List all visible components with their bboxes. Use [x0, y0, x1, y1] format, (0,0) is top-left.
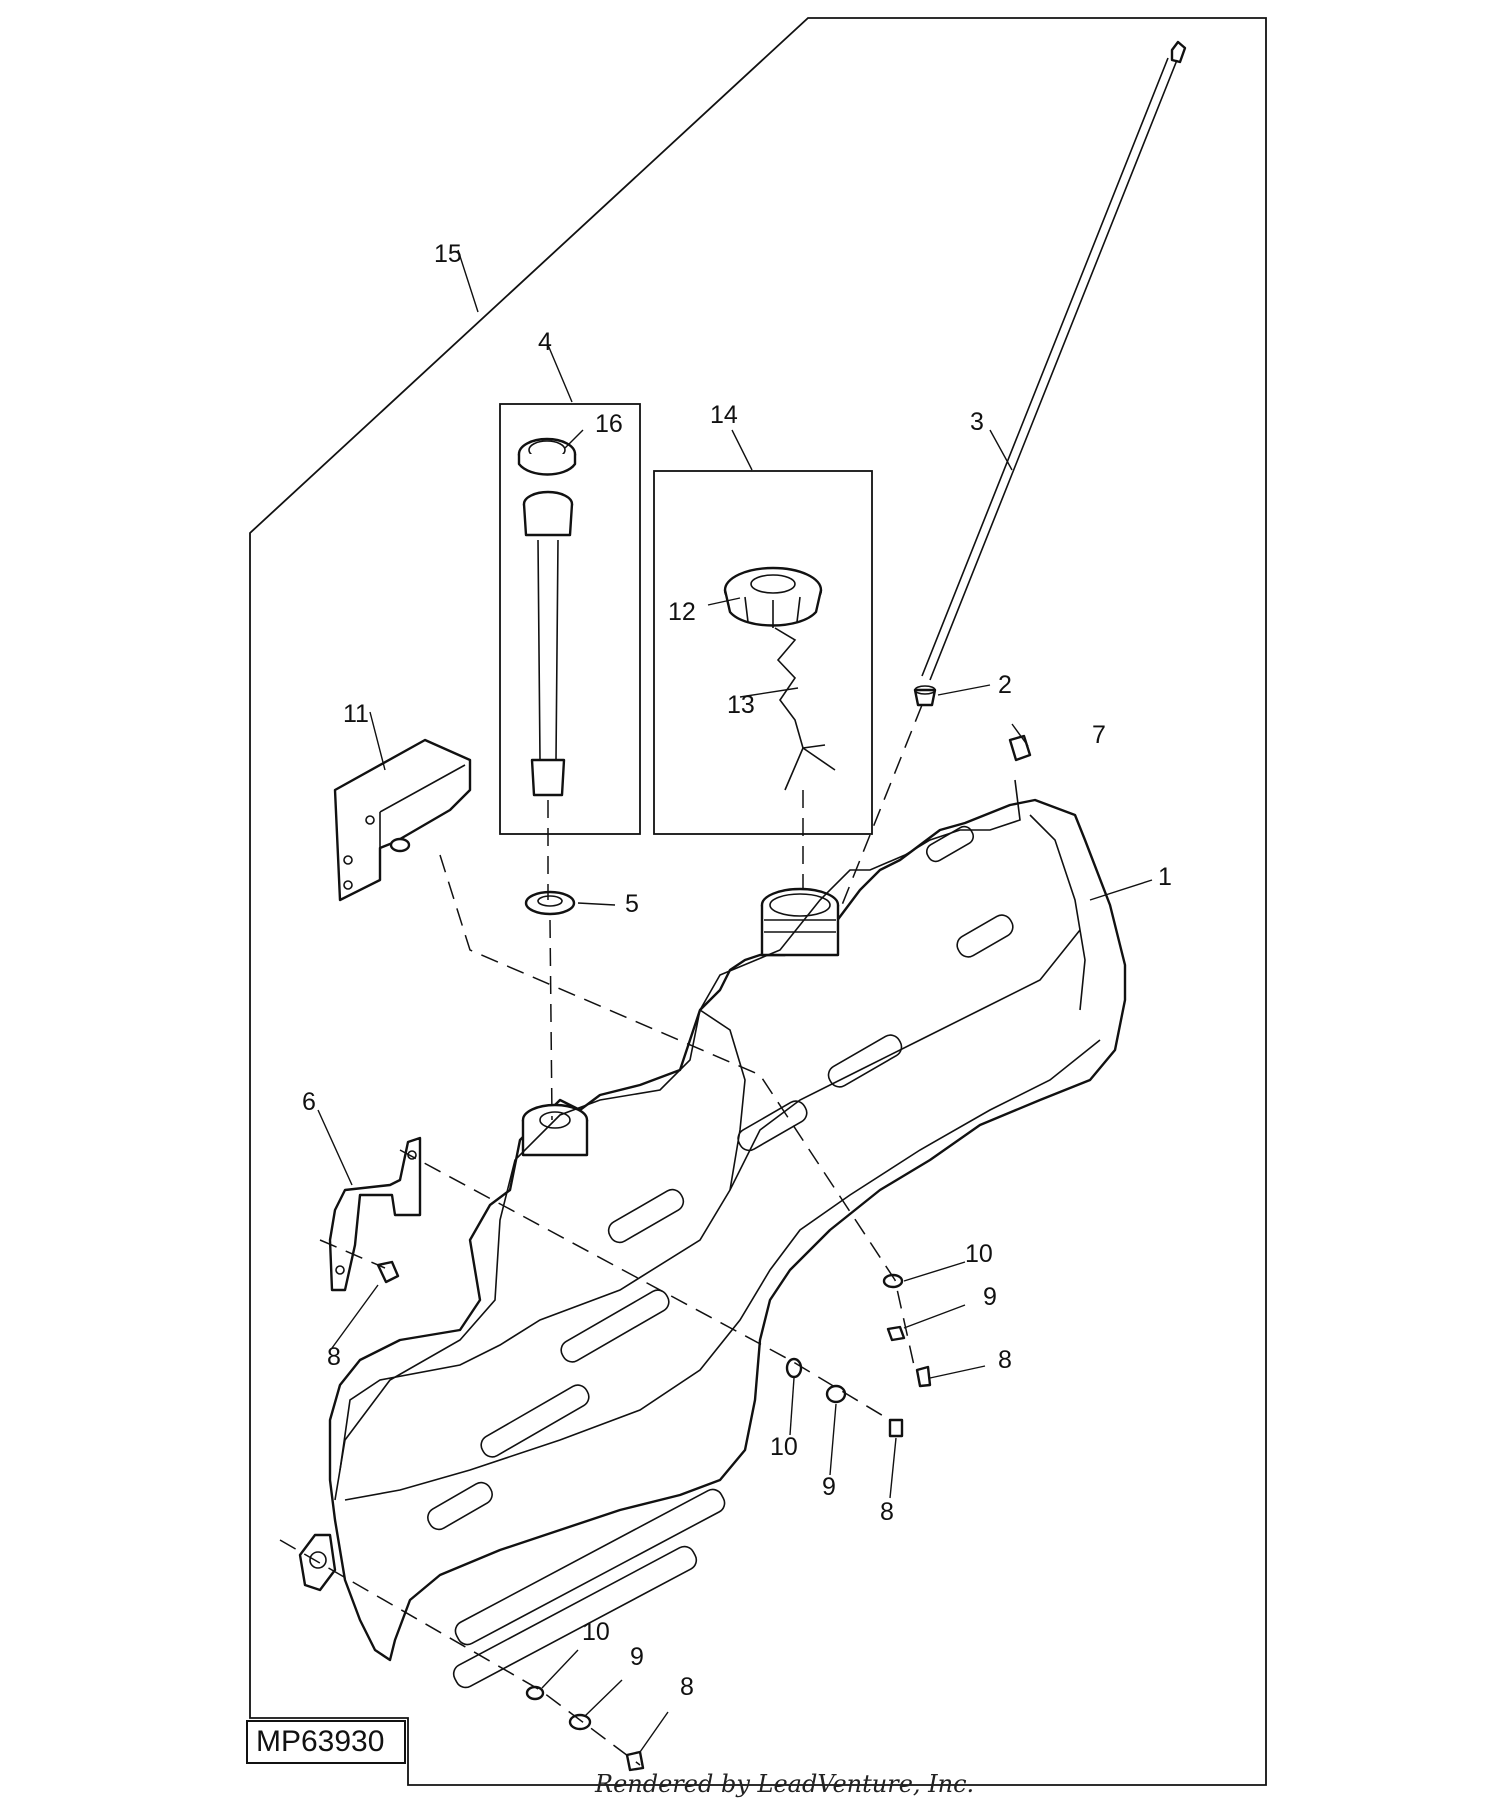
mounting-bracket [328, 1136, 422, 1292]
callout-10-right: 10 [965, 1240, 993, 1268]
figure-id: MP63930 [246, 1720, 406, 1764]
callout-3: 3 [970, 408, 984, 436]
callout-6: 6 [302, 1088, 316, 1116]
render-credit: Rendered by LeadVenture, Inc. [595, 1770, 975, 1798]
callout-15: 15 [434, 240, 462, 268]
callout-10-center: 10 [770, 1433, 798, 1461]
fuel-sending-unit [522, 490, 574, 797]
callout-2: 2 [998, 671, 1012, 699]
callout-8-lower: 8 [680, 1673, 694, 1701]
callout-11: 11 [343, 700, 369, 728]
callout-14: 14 [710, 401, 738, 429]
assembly-line-bracket-lower [319, 1239, 386, 1269]
fuel-tank [298, 779, 1127, 1689]
callout-7: 7 [1092, 721, 1106, 749]
grommet [524, 890, 576, 916]
callout-9-right: 9 [983, 1283, 997, 1311]
callout-8-center: 8 [880, 1498, 894, 1526]
fuel-cap-kit-frame [653, 470, 873, 835]
callout-1: 1 [1158, 863, 1172, 891]
sending-unit-kit-frame [499, 403, 641, 835]
callout-5: 5 [625, 890, 639, 918]
fuel-cap [723, 566, 823, 628]
callout-9-center: 9 [822, 1473, 836, 1501]
callout-13: 13 [727, 691, 755, 719]
assembly-line-sender [547, 800, 553, 1121]
assembly-frame [249, 17, 1267, 1786]
assembly-line-bracket [399, 1149, 891, 1421]
fuel-gauge-lens [517, 437, 577, 476]
vent-grommet [913, 685, 937, 707]
fuel-cap-tether [774, 627, 836, 791]
heat-shield [333, 738, 472, 902]
assembly-line-vent [841, 704, 923, 906]
callout-16: 16 [595, 410, 623, 438]
callout-labels: 1 2 3 4 5 6 7 8 8 8 8 9 9 9 10 10 10 11 … [302, 240, 1172, 1701]
leader-lines [317, 249, 1153, 1753]
callout-12: 12 [668, 598, 696, 626]
callout-10-lower: 10 [582, 1618, 610, 1646]
vent-clip [1008, 734, 1032, 762]
assembly-line-shield [439, 854, 916, 1371]
callout-4: 4 [538, 328, 552, 356]
callout-8-right: 8 [998, 1346, 1012, 1374]
vent-tube [921, 40, 1187, 681]
callout-9-lower: 9 [630, 1643, 644, 1671]
assembly-line-tab [279, 1539, 641, 1766]
callout-8-bracket: 8 [327, 1343, 341, 1371]
fastener-set [376, 1260, 932, 1772]
